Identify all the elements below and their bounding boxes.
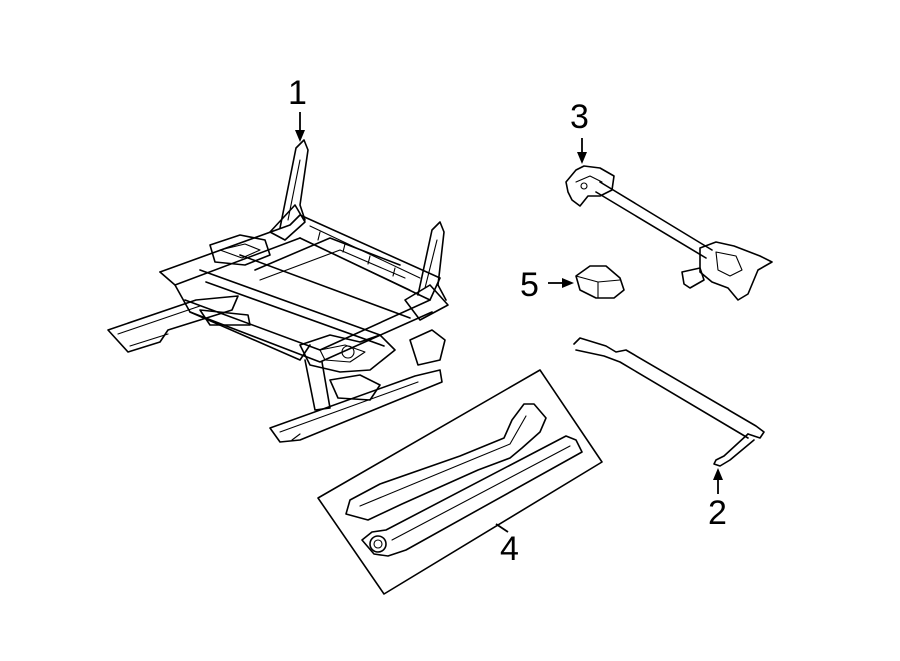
callout-4-leader [495,523,509,533]
part-4-track-covers[interactable] [317,369,603,595]
part-3-adjuster-bar[interactable] [565,165,773,301]
part-5-cap[interactable] [575,265,625,299]
callout-3-arrowhead [577,152,587,164]
callout-1-label: 1 [288,74,307,112]
callout-2-arrowhead [713,468,723,480]
callout-3-label: 3 [570,98,589,136]
part-4-frame-box [317,369,603,595]
callout-2-label: 2 [708,494,727,532]
callout-5-label: 5 [520,266,539,304]
part-2-cross-rod[interactable] [573,337,765,467]
callout-1-arrowhead [295,130,305,142]
callout-5-arrowhead [562,278,574,288]
part-1-seat-frame[interactable] [107,139,449,443]
callout-4-label: 4 [500,530,519,568]
